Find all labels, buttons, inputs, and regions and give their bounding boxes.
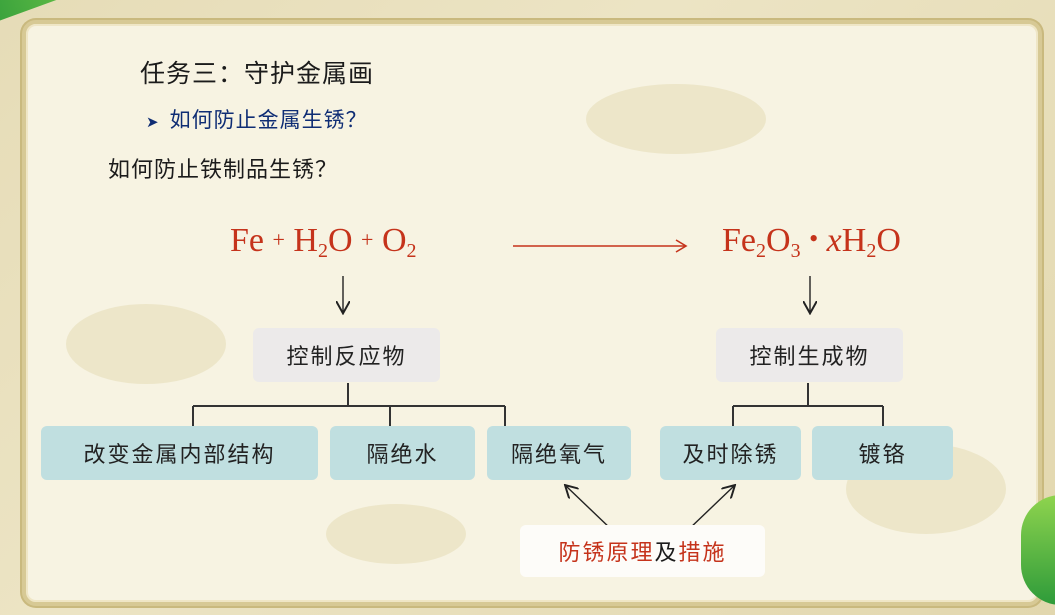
method-remove-rust: 及时除锈 [660,426,801,480]
subtitle: ➤ 如何防止金属生锈？ [146,104,368,134]
method-isolate-water: 隔绝水 [330,426,475,480]
oxygen-formula: O2 [381,222,417,262]
control-reactants-box: 控制反应物 [253,328,440,382]
reactants-equation: Fe + H2O + O2 [230,222,417,263]
iron-symbol: Fe [230,222,264,259]
slide-title: 任务三：守护金属画 [140,59,375,88]
arrow-to-isolate-oxygen [566,486,613,531]
product-equation: Fe2O3 • xH2O [722,222,901,263]
subtitle-text: 如何防止金属生锈？ [169,108,368,132]
method-change-structure: 改变金属内部结构 [41,426,318,480]
dot-symbol: • [809,224,819,253]
arrow-bullet-icon: ➤ [146,113,160,131]
hydrate-formula: xH2O [826,222,901,262]
control-products-box: 控制生成物 [716,328,903,382]
method-chrome-plating: 镀铬 [812,426,953,480]
plus-sign: + [361,227,374,252]
slide-frame [22,20,1042,606]
decorative-green-leaf [1021,495,1055,605]
water-formula: H2O [293,222,353,262]
arrow-to-rust-removal [687,486,734,531]
rust-formula: Fe2O3 [722,222,801,262]
question-text: 如何防止铁制品生锈？ [108,158,339,183]
principle-label: 防锈原理及措施 [520,525,765,577]
method-isolate-oxygen: 隔绝氧气 [487,426,631,480]
plus-sign: + [272,227,285,252]
